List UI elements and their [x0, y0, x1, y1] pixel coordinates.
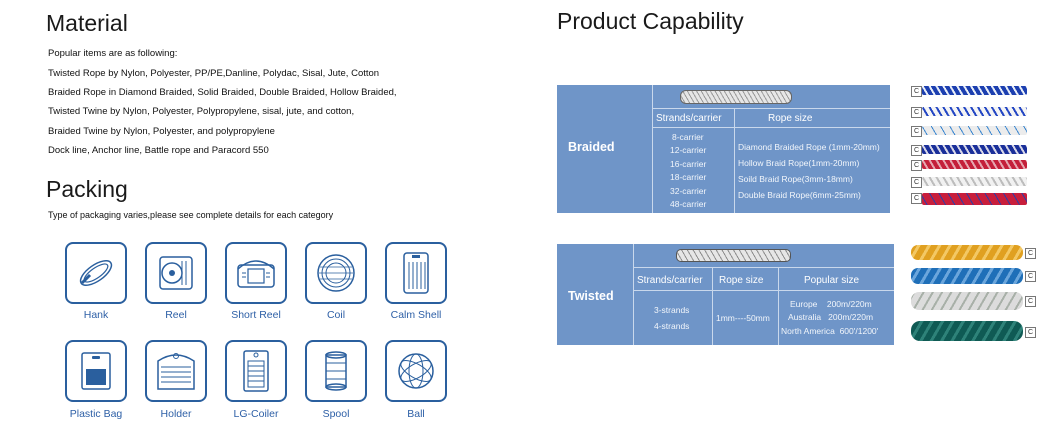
twisted-swatch-3: [911, 292, 1023, 310]
twisted-swatch-tag-3: C: [1025, 296, 1036, 307]
packing-label-ball: Ball: [407, 408, 425, 420]
packing-title: Packing: [46, 176, 128, 202]
material-title: Material: [46, 10, 128, 36]
braided-swatch-1: [922, 86, 1027, 95]
packing-label-hank: Hank: [83, 309, 109, 321]
holder-icon: [145, 340, 207, 402]
braided-carrier-6: 48-carrier: [670, 199, 707, 209]
calm-shell-icon: [385, 242, 447, 304]
twisted-swatch-tag-1: C: [1025, 248, 1036, 259]
twisted-swatch-tag-4: C: [1025, 327, 1036, 338]
packing-label-short-reel: Short Reel: [231, 309, 281, 321]
packing-label-coil: Coil: [326, 309, 346, 321]
material-line-1: Twisted Rope by Nylon, Polyester, PP/PE,…: [48, 68, 380, 79]
packing-label-lg-coiler: LG-Coiler: [233, 408, 279, 420]
braided-size-4: Double Braid Rope(6mm-25mm): [738, 190, 861, 200]
braided-swatch-3: [922, 126, 1027, 135]
braided-swatch-tag-3: C: [911, 126, 922, 137]
braided-carrier-1: 8-carrier: [672, 132, 704, 142]
braided-swatch-7: [922, 193, 1027, 205]
material-intro: Popular items are as following:: [48, 48, 178, 59]
braided-swatch-tag-1: C: [911, 86, 922, 97]
hank-icon: [65, 242, 127, 304]
braided-carrier-5: 32-carrier: [670, 186, 707, 196]
twisted-swatch-2: [911, 268, 1023, 284]
packing-label-holder: Holder: [160, 408, 192, 420]
twisted-strand-2: 4-strands: [654, 321, 690, 331]
twisted-popular-3: North America 600'/1200': [781, 326, 879, 336]
braided-swatch-6: [922, 177, 1027, 186]
material-line-5: Dock line, Anchor line, Battle rope and …: [48, 145, 269, 156]
twisted-label: Twisted: [568, 289, 614, 303]
braided-carrier-4: 18-carrier: [670, 172, 707, 182]
braided-swatch-tag-5: C: [911, 160, 922, 171]
braided-size-1: Diamond Braided Rope (1mm-20mm): [738, 142, 880, 152]
twisted-strand-1: 3-strands: [654, 305, 690, 315]
material-line-2: Braided Rope in Diamond Braided, Solid B…: [48, 87, 397, 98]
braided-col1-header: Strands/carrier: [656, 113, 722, 124]
twisted-swatch-1: [911, 245, 1023, 260]
twisted-rope-image: [676, 249, 791, 262]
braided-swatch-tag-2: C: [911, 107, 922, 118]
braided-size-3: Soild Braid Rope(3mm-18mm): [738, 174, 853, 184]
twisted-popular-2: Australia 200m/220m: [788, 312, 874, 322]
braided-rope-image: [680, 90, 792, 104]
braided-carrier-2: 12-carrier: [670, 145, 707, 155]
braided-carrier-3: 16-carrier: [670, 159, 707, 169]
capability-title: Product Capability: [557, 8, 744, 34]
twisted-popular-1: Europe 200m/220m: [790, 299, 872, 309]
braided-swatch-2: [922, 107, 1027, 116]
packing-label-calm-shell: Calm Shell: [390, 309, 442, 321]
braided-swatch-tag-4: C: [911, 145, 922, 156]
reel-icon: [145, 242, 207, 304]
plastic-bag-icon: [65, 340, 127, 402]
packing-label-spool: Spool: [322, 408, 350, 420]
ball-icon: [385, 340, 447, 402]
twisted-col1-header: Strands/carrier: [637, 275, 703, 286]
braided-table: [557, 85, 890, 213]
lg-coiler-icon: [225, 340, 287, 402]
braided-swatch-5: [922, 160, 1027, 169]
twisted-col2-header: Rope size: [719, 275, 764, 286]
material-line-4: Braided Twine by Nylon, Polyester, and p…: [48, 126, 275, 137]
braided-swatch-tag-7: C: [911, 193, 922, 204]
coil-icon: [305, 242, 367, 304]
braided-swatch-4: [922, 145, 1027, 154]
short-reel-icon: [225, 242, 287, 304]
packing-label-reel: Reel: [165, 309, 187, 321]
braided-label: Braided: [568, 140, 615, 154]
spool-icon: [305, 340, 367, 402]
packing-intro: Type of packaging varies,please see comp…: [48, 210, 334, 220]
packing-label-plastic-bag: Plastic Bag: [69, 408, 123, 420]
twisted-swatch-tag-2: C: [1025, 271, 1036, 282]
braided-swatch-tag-6: C: [911, 177, 922, 188]
twisted-swatch-4: [911, 321, 1023, 341]
braided-col2-header: Rope size: [768, 113, 813, 124]
twisted-rope-size: 1mm----50mm: [716, 313, 770, 323]
braided-size-2: Hollow Braid Rope(1mm-20mm): [738, 158, 860, 168]
material-line-3: Twisted Twine by Nylon, Polyester, Polyp…: [48, 106, 355, 117]
twisted-col3-header: Popular size: [804, 275, 860, 286]
